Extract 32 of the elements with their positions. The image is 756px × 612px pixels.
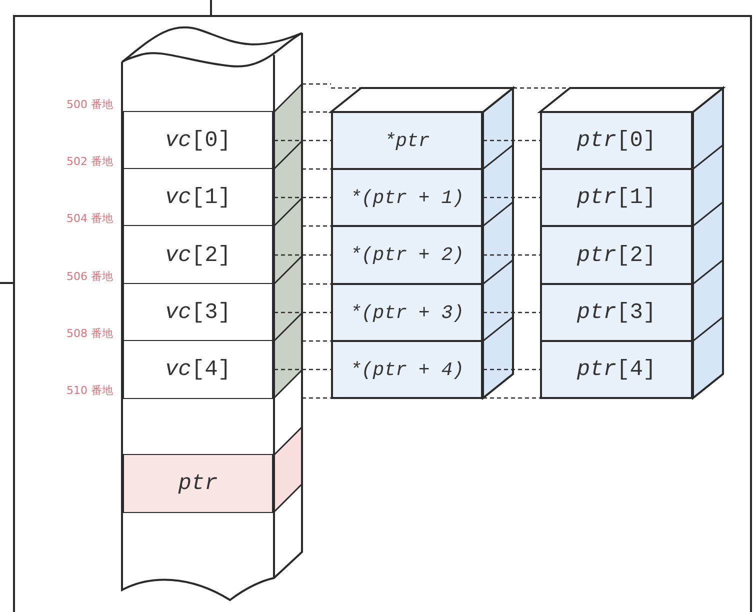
memory-cell: vc[1]	[122, 168, 274, 227]
memory-cell: ptr	[122, 454, 274, 513]
memory-cell: vc[0]	[122, 111, 274, 170]
memory-cell: ptr[4]	[540, 340, 693, 399]
memory-cell: *(ptr + 2)	[331, 225, 483, 285]
connector-line	[274, 140, 331, 142]
memory-cell: *(ptr + 3)	[331, 283, 483, 342]
memory-cell: ptr[1]	[540, 168, 693, 227]
connector-line	[483, 368, 540, 370]
connector-line	[483, 196, 540, 198]
address-label: 502 番地	[66, 154, 113, 169]
address-label: 510 番地	[66, 383, 113, 398]
address-label: 504 番地	[66, 211, 113, 226]
memory-cell: vc[4]	[122, 340, 274, 399]
connector-line	[483, 140, 540, 142]
memory-cell: vc[3]	[122, 283, 274, 342]
memory-cell: *(ptr + 1)	[331, 168, 483, 227]
connector-line	[483, 312, 540, 314]
memory-cell: ptr[3]	[540, 283, 693, 342]
connector-line	[274, 196, 331, 198]
memory-cell: ptr[2]	[540, 225, 693, 285]
connector-line	[274, 254, 331, 256]
memory-cell: vc[2]	[122, 225, 274, 285]
connector-line	[274, 368, 331, 370]
connector-line	[274, 312, 331, 314]
memory-cell: *ptr	[331, 111, 483, 170]
address-label: 500 番地	[66, 97, 113, 112]
memory-cell: *(ptr + 4)	[331, 340, 483, 399]
address-label: 506 番地	[66, 269, 113, 284]
memory-cell: ptr[0]	[540, 111, 693, 170]
connector-line	[483, 254, 540, 256]
address-label: 508 番地	[66, 326, 113, 341]
